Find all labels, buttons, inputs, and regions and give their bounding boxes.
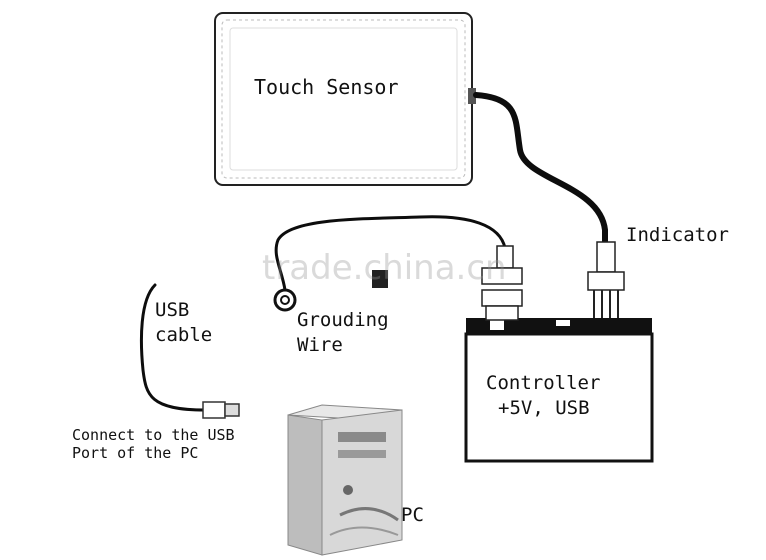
connector-icon [587, 241, 625, 318]
grounding-wire-label-line1: Grouding [297, 309, 389, 331]
grounding-wire-label: Grouding Wire [297, 308, 389, 358]
connect-usb-label-line2: Port of the PC [72, 444, 199, 462]
ground-cable [274, 215, 507, 292]
grounding-wire-label-line2: Wire [297, 334, 343, 356]
indicator-label: Indicator [626, 224, 729, 246]
usb-plug-icon [202, 401, 240, 419]
usb-cable-label: USB cable [155, 298, 212, 348]
ground-connector-icon [481, 245, 523, 321]
usb-cable-label-line2: cable [155, 324, 213, 346]
controller-label-line2: +5V, USB [498, 397, 590, 419]
touch-sensor-label: Touch Sensor [254, 75, 399, 99]
ground-clip [372, 270, 388, 288]
connect-usb-label: Connect to the USB Port of the PC [72, 426, 235, 462]
controller-label-line1: Controller [486, 372, 601, 394]
controller-box-icon [464, 318, 654, 463]
pc-label: PC [401, 504, 424, 526]
sensor-cable [473, 92, 608, 248]
watermark-text: trade.china.cn [262, 248, 507, 288]
ground-ring-icon [273, 288, 297, 312]
touch-panel-icon [214, 12, 476, 186]
usb-cable-label-line1: USB [155, 299, 190, 321]
connect-usb-label-line1: Connect to the USB [72, 426, 235, 444]
usb-cable [139, 283, 207, 412]
pc-tower-icon [287, 404, 403, 556]
controller-label: Controller +5V, USB [486, 371, 600, 421]
